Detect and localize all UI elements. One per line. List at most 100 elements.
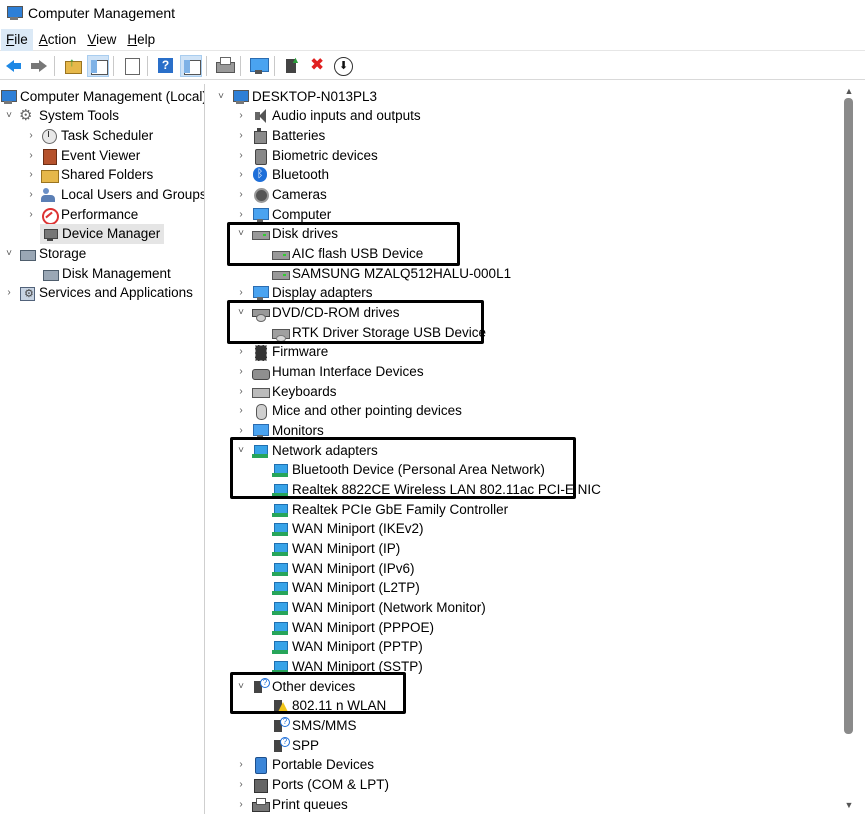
device-wan-ikev2[interactable]: WAN Miniport (IKEv2) [272,519,424,539]
chevron-down-icon[interactable]: ˅ [6,110,12,122]
category-firmware[interactable]: ›Firmware [234,342,328,362]
category-bluetooth[interactable]: ›Bluetooth [234,165,329,185]
category-ports[interactable]: ›Ports (COM & LPT) [234,775,389,795]
chevron-right-icon[interactable]: › [239,169,243,181]
device-wan-pptp[interactable]: WAN Miniport (PPTP) [272,637,423,657]
console-tree[interactable]: Computer Management (Local) ˅ System Too… [0,84,205,814]
chevron-down-icon[interactable]: ˅ [218,91,224,103]
category-biometric[interactable]: ›Biometric devices [234,146,378,166]
category-print-queues[interactable]: ›Print queues [234,795,347,814]
show-hide-console-tree-icon[interactable] [87,54,109,77]
menu-help[interactable]: Help [127,31,156,47]
menu-action[interactable]: Action [38,31,77,47]
chevron-right-icon[interactable]: › [239,386,243,398]
category-hid[interactable]: › Human Interface Devices [234,362,424,382]
category-dvd-drives[interactable]: ˅DVD/CD-ROM drives [234,303,400,323]
category-other-devices[interactable]: ˅Other devices [234,677,355,697]
tree-item-device-manager[interactable]: Device Manager [40,224,165,244]
device-bluetooth-pan[interactable]: Bluetooth Device (Personal Area Network) [272,460,545,480]
device-80211n-wlan[interactable]: 802.11 n WLAN [272,696,386,716]
chevron-down-icon[interactable]: ˅ [238,681,244,693]
device-sms-mms[interactable]: SMS/MMS [272,716,357,736]
uninstall-device-icon[interactable] [307,55,329,77]
category-batteries[interactable]: ›Batteries [234,126,325,146]
device-wan-network-monitor[interactable]: WAN Miniport (Network Monitor) [272,598,486,618]
chevron-right-icon[interactable]: › [239,150,243,162]
scroll-down-arrow-icon[interactable]: ▼ [844,800,854,810]
scroll-thumb[interactable] [844,98,853,734]
category-network-adapters[interactable]: ˅Network adapters [234,441,378,461]
tree-item-services-applications[interactable]: › Services and Applications [2,283,193,303]
tree-item-label: WAN Miniport (IP) [292,541,401,557]
tree-item-event-viewer[interactable]: › Event Viewer [24,146,140,166]
chevron-right-icon[interactable]: › [239,425,243,437]
properties-icon[interactable] [121,55,143,77]
chevron-right-icon[interactable]: › [239,405,243,417]
device-wan-pppoe[interactable]: WAN Miniport (PPPOE) [272,618,434,638]
device-tree-root[interactable]: ˅ DESKTOP-N013PL3 [214,87,377,107]
category-audio[interactable]: ›Audio inputs and outputs [234,106,420,126]
show-hide-action-pane-icon[interactable] [180,54,202,77]
scan-hardware-changes-icon[interactable] [248,55,270,77]
category-computer[interactable]: ›Computer [234,205,331,225]
chevron-right-icon[interactable]: › [239,130,243,142]
chevron-down-icon[interactable]: ˅ [238,228,244,240]
chevron-right-icon[interactable]: › [239,759,243,771]
category-portable-devices[interactable]: ›Portable Devices [234,755,374,775]
tree-item-task-scheduler[interactable]: › Task Scheduler [24,126,153,146]
chevron-right-icon[interactable]: › [239,110,243,122]
menu-file[interactable]: File [1,28,33,51]
chevron-right-icon[interactable]: › [239,346,243,358]
tree-item-system-tools[interactable]: ˅ System Tools [2,106,119,126]
tree-item-storage[interactable]: ˅ Storage [2,244,86,264]
forward-arrow-icon[interactable] [28,55,50,77]
device-wan-sstp[interactable]: WAN Miniport (SSTP) [272,657,423,677]
device-aic-flash-usb[interactable]: AIC flash USB Device [272,244,423,264]
device-tree[interactable]: ˅ DESKTOP-N013PL3 ›Audio inputs and outp… [210,84,840,814]
chevron-right-icon[interactable]: › [29,189,33,201]
chevron-right-icon[interactable]: › [29,150,33,162]
tree-item-computer-management[interactable]: Computer Management (Local) [0,87,204,107]
device-realtek-gbe[interactable]: Realtek PCIe GbE Family Controller [272,500,508,520]
chevron-right-icon[interactable]: › [239,779,243,791]
category-disk-drives[interactable]: ˅Disk drives [234,224,338,244]
disable-device-icon[interactable] [332,55,354,77]
device-wan-ip[interactable]: WAN Miniport (IP) [272,539,400,559]
chevron-right-icon[interactable]: › [239,287,243,299]
chevron-right-icon[interactable]: › [29,169,33,181]
category-keyboards[interactable]: ›Keyboards [234,382,336,402]
chevron-down-icon[interactable]: ˅ [6,248,12,260]
category-display-adapters[interactable]: ›Display adapters [234,283,372,303]
device-spp[interactable]: SPP [272,736,319,756]
device-realtek-wireless[interactable]: Realtek 8822CE Wireless LAN 802.11ac PCI… [272,480,601,500]
category-cameras[interactable]: ›Cameras [234,185,327,205]
device-wan-ipv6[interactable]: WAN Miniport (IPv6) [272,559,415,579]
chevron-right-icon[interactable]: › [239,366,243,378]
tree-item-local-users[interactable]: › Local Users and Groups [24,185,204,205]
update-driver-icon[interactable] [282,55,304,77]
chevron-right-icon[interactable]: › [7,287,11,299]
help-icon[interactable] [155,55,177,77]
back-arrow-icon[interactable] [3,55,25,77]
vertical-scrollbar[interactable]: ▲ ▼ [840,84,858,814]
tree-item-disk-management[interactable]: Disk Management [40,264,171,284]
tree-item-shared-folders[interactable]: › Shared Folders [24,165,153,185]
chevron-right-icon[interactable]: › [29,209,33,221]
scroll-up-arrow-icon[interactable]: ▲ [844,86,854,96]
device-wan-l2tp[interactable]: WAN Miniport (L2TP) [272,578,420,598]
print-icon[interactable] [214,55,236,77]
menu-view[interactable]: View [87,31,117,47]
chevron-right-icon[interactable]: › [239,799,243,811]
chevron-down-icon[interactable]: ˅ [238,307,244,319]
category-mice[interactable]: ›Mice and other pointing devices [234,401,462,421]
tree-item-label: Human Interface Devices [272,364,424,380]
device-rtk-driver-storage[interactable]: RTK Driver Storage USB Device [272,323,486,343]
device-samsung-ssd[interactable]: SAMSUNG MZALQ512HALU-000L1 [272,264,511,284]
chevron-down-icon[interactable]: ˅ [238,445,244,457]
chevron-right-icon[interactable]: › [239,209,243,221]
chevron-right-icon[interactable]: › [29,130,33,142]
up-folder-icon[interactable] [62,55,84,77]
category-monitors[interactable]: ›Monitors [234,421,323,441]
chevron-right-icon[interactable]: › [239,189,243,201]
tree-item-performance[interactable]: › Performance [24,205,138,225]
